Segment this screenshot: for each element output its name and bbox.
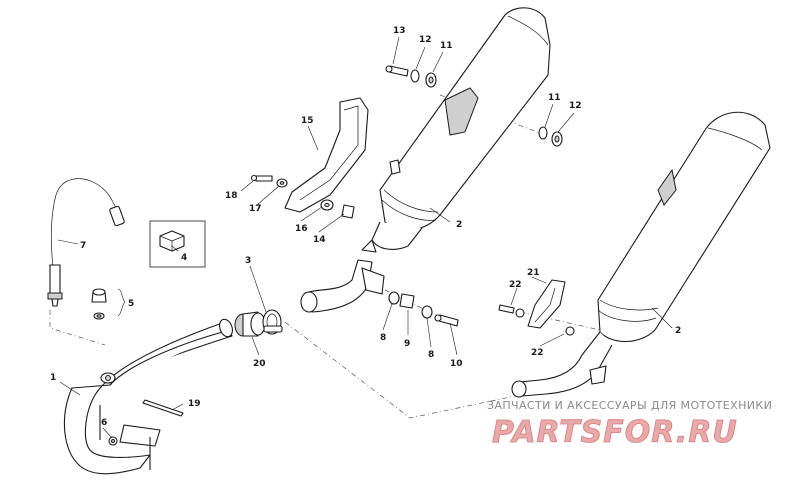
callout-22-a: 22 bbox=[509, 280, 522, 290]
callout-2-lower: 2 bbox=[675, 326, 681, 336]
mount-hardware-middle bbox=[388, 291, 459, 327]
callout-20: 20 bbox=[253, 359, 266, 369]
callout-15: 15 bbox=[301, 116, 314, 126]
sleeve-20 bbox=[234, 311, 266, 337]
callout-1: 1 bbox=[50, 373, 56, 383]
callout-8-a: 8 bbox=[380, 333, 386, 343]
silencer-upper bbox=[361, 7, 551, 253]
nut-6 bbox=[108, 436, 118, 446]
heat-guard-15 bbox=[284, 97, 369, 213]
mount-hardware-left bbox=[250, 174, 355, 219]
callout-labels: 1 2 2 3 4 5 6 7 8 8 9 10 11 11 12 12 13 … bbox=[50, 26, 681, 428]
watermark-brand: PARTSFOR.RU bbox=[492, 415, 738, 450]
callout-11-b: 11 bbox=[548, 93, 561, 103]
callout-9: 9 bbox=[404, 339, 410, 349]
callout-10: 10 bbox=[450, 359, 463, 369]
callout-18: 18 bbox=[225, 191, 238, 201]
silencer-lower bbox=[511, 111, 771, 398]
clip-box bbox=[149, 220, 206, 268]
callout-16: 16 bbox=[295, 224, 308, 234]
heat-guard-21 bbox=[498, 279, 575, 336]
heat-shield-strip bbox=[142, 399, 184, 417]
callout-21: 21 bbox=[527, 268, 540, 278]
plug-and-washer bbox=[91, 288, 126, 320]
callout-7: 7 bbox=[80, 241, 86, 251]
callout-12-a: 12 bbox=[419, 35, 432, 45]
callout-12-b: 12 bbox=[569, 101, 582, 111]
link-pipe bbox=[300, 259, 385, 313]
lambda-sensor bbox=[47, 178, 125, 307]
callout-4: 4 bbox=[181, 253, 187, 263]
callout-2-upper: 2 bbox=[456, 220, 462, 230]
callout-22-b: 22 bbox=[531, 348, 544, 358]
callout-3: 3 bbox=[245, 256, 251, 266]
header-pipe bbox=[63, 318, 233, 475]
callout-8-b: 8 bbox=[428, 350, 434, 360]
mount-hardware-upper bbox=[385, 65, 563, 147]
callout-5: 5 bbox=[128, 299, 134, 309]
watermark-tagline: ЗАПЧАСТИ И АКСЕССУАРЫ ДЛЯ МОТОТЕХНИКИ bbox=[487, 399, 772, 412]
callout-13: 13 bbox=[393, 26, 406, 36]
callout-14: 14 bbox=[313, 235, 326, 245]
leader-lines bbox=[57, 36, 673, 439]
clamp-3 bbox=[262, 309, 283, 335]
callout-11-a: 11 bbox=[440, 41, 453, 51]
callout-19: 19 bbox=[188, 399, 201, 409]
callout-6: 6 bbox=[101, 418, 107, 428]
watermark: ЗАПЧАСТИ И АКСЕССУАРЫ ДЛЯ МОТОТЕХНИКИ PA… bbox=[487, 399, 772, 450]
callout-17: 17 bbox=[249, 204, 262, 214]
